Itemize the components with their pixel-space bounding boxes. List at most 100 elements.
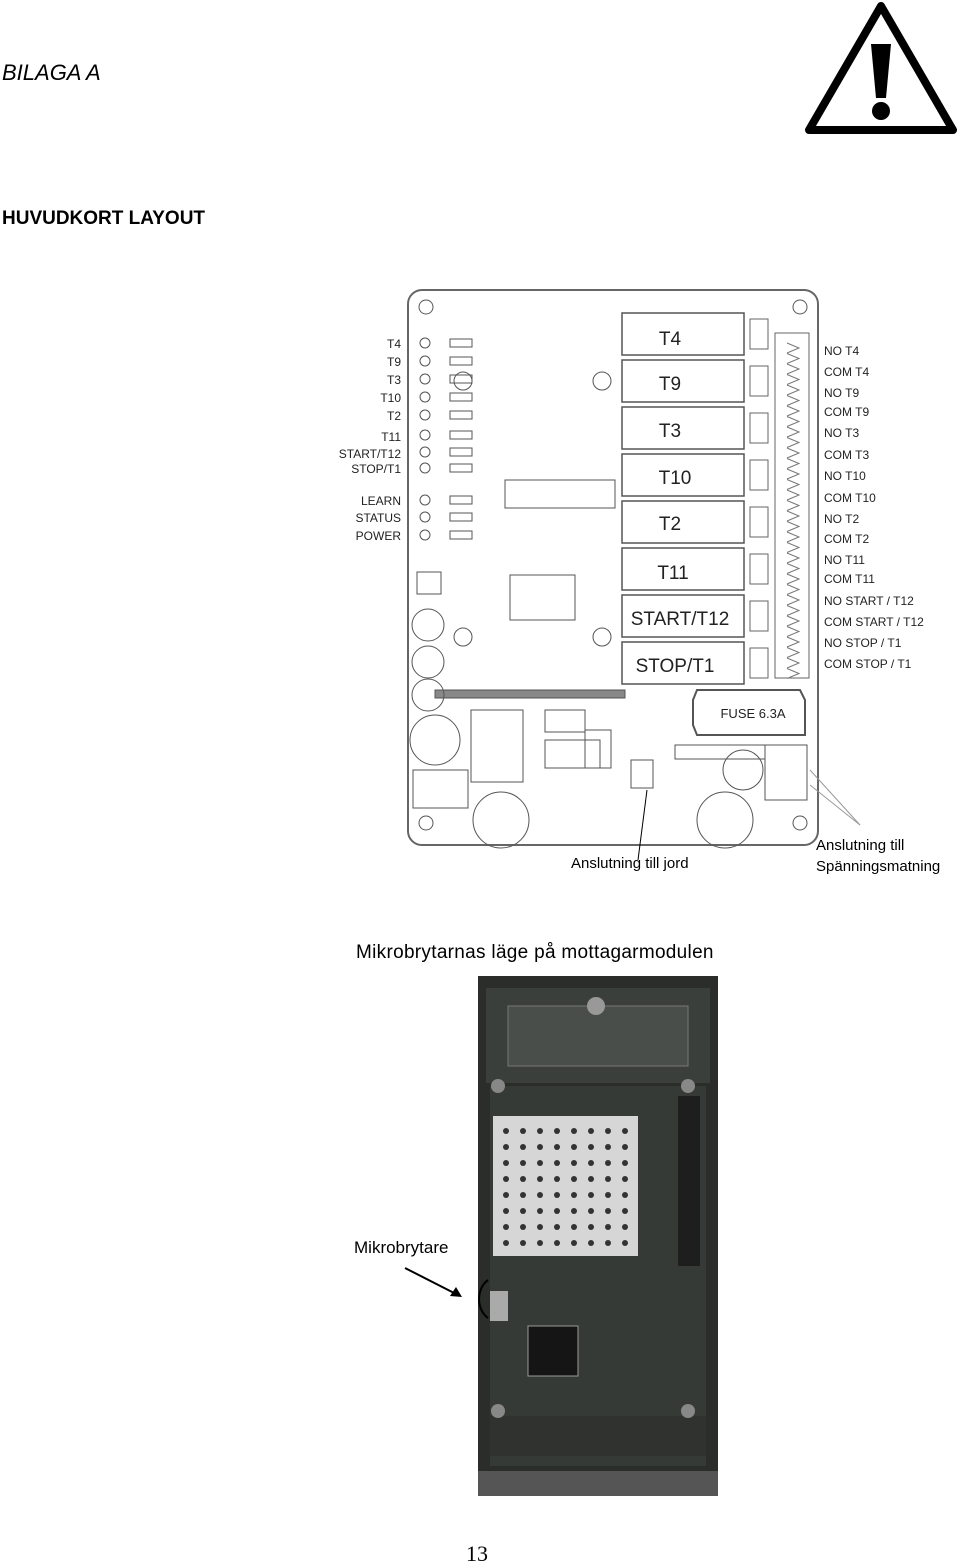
- terminal-tooth: [786, 363, 801, 375]
- led: [419, 391, 431, 403]
- heatsink-hole: [605, 1208, 611, 1214]
- heatsink-hole: [588, 1224, 594, 1230]
- terminal-tooth: [786, 605, 801, 616]
- relay-label: T11: [657, 563, 688, 584]
- heatsink-hole: [537, 1240, 543, 1246]
- heatsink-hole: [622, 1128, 628, 1134]
- receiver-module-title: Mikrobrytarnas läge på mottagarmodulen: [356, 942, 714, 963]
- heatsink-hole: [571, 1192, 577, 1198]
- led: [419, 429, 431, 441]
- section-title: HUVUDKORT LAYOUT: [2, 208, 206, 229]
- heatsink-hole: [571, 1176, 577, 1182]
- heatsink-hole: [588, 1240, 594, 1246]
- micro-switch-callout: Mikrobrytare: [354, 1238, 449, 1257]
- left-label: T2: [387, 409, 401, 423]
- resistor: [449, 512, 473, 522]
- terminal-tooth: [786, 447, 801, 459]
- left-label: T10: [380, 391, 401, 405]
- heatsink-hole: [588, 1192, 594, 1198]
- terminal-tooth: [786, 416, 801, 427]
- terminal-tooth: [786, 521, 801, 532]
- heatsink-hole: [605, 1240, 611, 1246]
- resistor: [449, 430, 473, 440]
- heatsink-hole: [605, 1192, 611, 1198]
- terminal-tooth: [786, 342, 801, 354]
- terminal-tooth: [786, 510, 801, 522]
- left-label: T3: [387, 373, 401, 387]
- resistor: [449, 410, 473, 420]
- terminal-tooth: [786, 647, 801, 658]
- led: [419, 337, 431, 349]
- led: [419, 373, 431, 385]
- heatsink-hole: [554, 1144, 560, 1150]
- heatsink-hole: [554, 1224, 560, 1230]
- heatsink-hole: [588, 1160, 594, 1166]
- terminal-label: COM STOP / T1: [824, 657, 912, 671]
- heatsink-hole: [622, 1224, 628, 1230]
- terminal-label: COM T2: [824, 532, 869, 546]
- terminal-tooth: [786, 668, 801, 679]
- heatsink-hole: [520, 1224, 526, 1230]
- led: [419, 355, 431, 367]
- relay-diode: [749, 600, 769, 632]
- terminal-label: COM T11: [824, 572, 875, 586]
- relay-label: T3: [659, 421, 681, 442]
- terminal-label: NO STOP / T1: [824, 636, 902, 650]
- terminal-tooth: [786, 615, 801, 627]
- heatsink-hole: [520, 1208, 526, 1214]
- left-label: T11: [381, 430, 401, 444]
- relay-diode: [749, 318, 769, 350]
- relay-diode: [749, 553, 769, 585]
- heatsink-hole: [554, 1176, 560, 1182]
- terminal-tooth: [786, 426, 801, 438]
- status-label: STATUS: [355, 511, 401, 525]
- terminal-tooth: [786, 573, 801, 585]
- heatsink-hole: [588, 1128, 594, 1134]
- terminal-tooth: [786, 594, 801, 606]
- resistor: [449, 463, 473, 473]
- ground-connection-caption: Anslutning till jord: [571, 855, 689, 872]
- terminal-tooth: [786, 489, 801, 501]
- relay-outline: [621, 406, 745, 450]
- heatsink-hole: [520, 1240, 526, 1246]
- relay-outline: [621, 547, 745, 591]
- terminal-tooth: [786, 353, 801, 364]
- terminal-label: COM T10: [824, 491, 876, 505]
- terminal-label: NO T9: [824, 386, 859, 400]
- terminal-label: NO T10: [824, 469, 866, 483]
- resistor: [449, 447, 473, 457]
- left-label: START/T12: [339, 447, 402, 461]
- heatsink-hole: [571, 1208, 577, 1214]
- led: [419, 462, 431, 474]
- terminal-tooth: [786, 468, 801, 480]
- terminal-label: NO T3: [824, 426, 859, 440]
- resistor: [449, 495, 473, 505]
- relay-outline: [621, 312, 745, 356]
- terminal-tooth: [786, 552, 801, 564]
- terminal-tooth: [786, 584, 801, 595]
- led: [419, 409, 431, 421]
- micro-switch-arrow-icon: [404, 1267, 489, 1319]
- relay-labels: T4 T9 T3 T10 T2 T11 START/T12 STOP/T1 FU…: [631, 329, 786, 721]
- left-output-labels: T4 T9 T3 T10 T2 T11 START/T12 STOP/T1 LE…: [339, 337, 402, 543]
- terminal-tooth: [786, 531, 801, 543]
- terminal-label: NO T4: [824, 344, 859, 358]
- relay-label: STOP/T1: [636, 656, 715, 677]
- terminal-tooth: [786, 374, 801, 385]
- heatsink-hole: [622, 1160, 628, 1166]
- heatsink-hole: [622, 1176, 628, 1182]
- relay-outline: [621, 500, 745, 544]
- heatsink-hole: [520, 1176, 526, 1182]
- resistor: [449, 392, 473, 402]
- heatsink-hole: [622, 1240, 628, 1246]
- heatsink-hole: [605, 1160, 611, 1166]
- resistor: [449, 356, 473, 366]
- heatsink-hole: [554, 1240, 560, 1246]
- heatsink-hole: [605, 1128, 611, 1134]
- heatsink-hole: [537, 1128, 543, 1134]
- led: [419, 446, 431, 458]
- terminal-tooth: [786, 479, 801, 490]
- main-board-diagram: T4 T9 T3 T10 T2 T11 START/T12 STOP/T1 LE…: [339, 289, 924, 861]
- heatsink-hole: [537, 1160, 543, 1166]
- heatsink-hole: [588, 1208, 594, 1214]
